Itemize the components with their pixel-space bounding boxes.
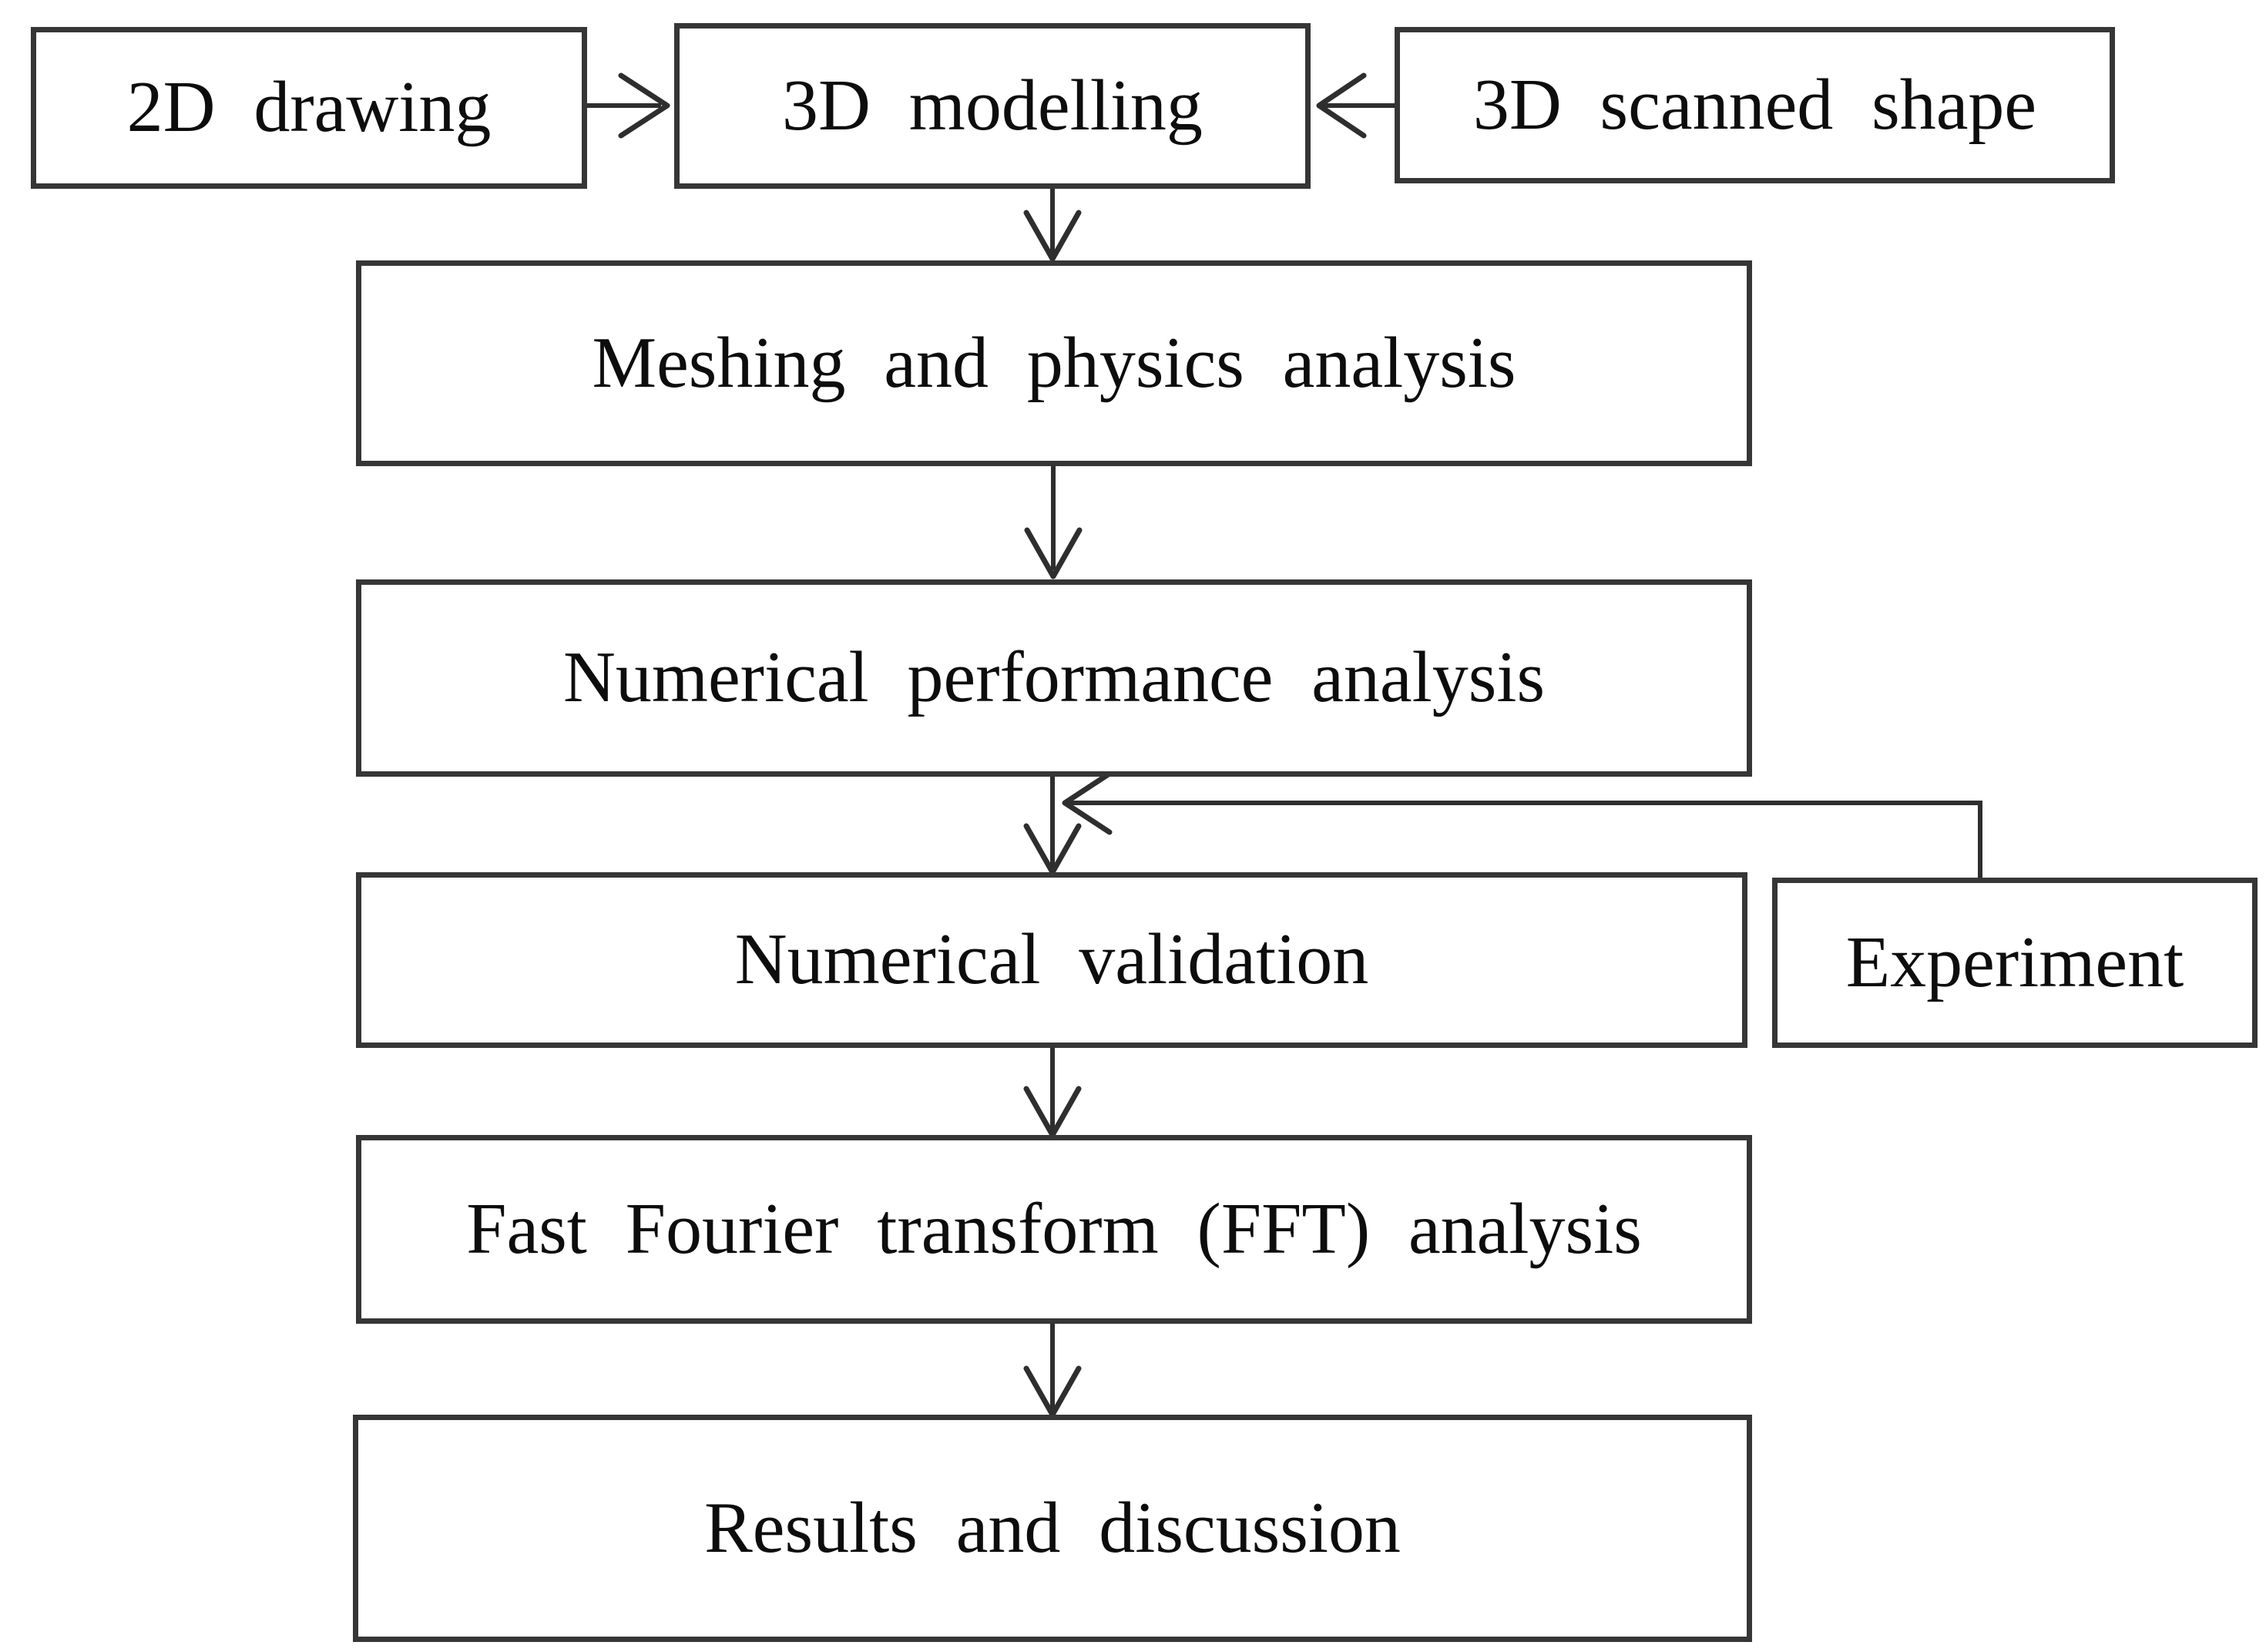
arrowhead-down-icon (1024, 527, 1083, 579)
node-3d-modelling: 3D modelling (674, 23, 1311, 189)
edge-meshing-to-performance (1024, 466, 1083, 579)
edge-experiment-feedback (1062, 771, 1982, 878)
edge-3d-scanned-shape-to-3d-modelling (1316, 72, 1395, 139)
edge-2d-drawing-to-3d-modelling (587, 72, 670, 139)
node-results-and-discussion: Results and discussion (353, 1415, 1752, 1642)
node-fft-label: Fast Fourier transform (FFT) analysis (466, 1188, 1642, 1269)
edge-validation-to-fft (1023, 1048, 1082, 1138)
node-3d-scanned-shape-label: 3D scanned shape (1472, 64, 2037, 145)
node-numerical-performance-analysis: Numerical performance analysis (356, 579, 1752, 777)
node-validation-label: Numerical validation (734, 919, 1369, 1000)
node-2d-drawing-label: 2D drawing (126, 67, 492, 148)
node-numerical-validation: Numerical validation (356, 872, 1747, 1048)
node-experiment-label: Experiment (1845, 922, 2184, 1002)
arrowhead-right-icon (618, 72, 670, 139)
node-performance-label: Numerical performance analysis (562, 637, 1546, 718)
node-meshing-label: Meshing and physics analysis (592, 322, 1516, 403)
node-meshing-and-physics-analysis: Meshing and physics analysis (356, 260, 1752, 466)
edge-3d-modelling-to-meshing (1023, 189, 1082, 262)
node-results-label: Results and discussion (704, 1487, 1401, 1568)
arrowhead-down-icon (1023, 210, 1082, 262)
arrowhead-left-icon (1316, 72, 1367, 139)
edge-performance-to-validation (1023, 777, 1082, 875)
node-2d-drawing: 2D drawing (31, 27, 587, 189)
arrowhead-left-icon (1062, 771, 1113, 835)
node-experiment: Experiment (1772, 878, 2258, 1048)
node-3d-modelling-label: 3D modelling (782, 65, 1203, 146)
node-3d-scanned-shape: 3D scanned shape (1395, 27, 2115, 183)
node-fft-analysis: Fast Fourier transform (FFT) analysis (356, 1135, 1752, 1324)
edge-fft-to-results (1023, 1324, 1082, 1418)
